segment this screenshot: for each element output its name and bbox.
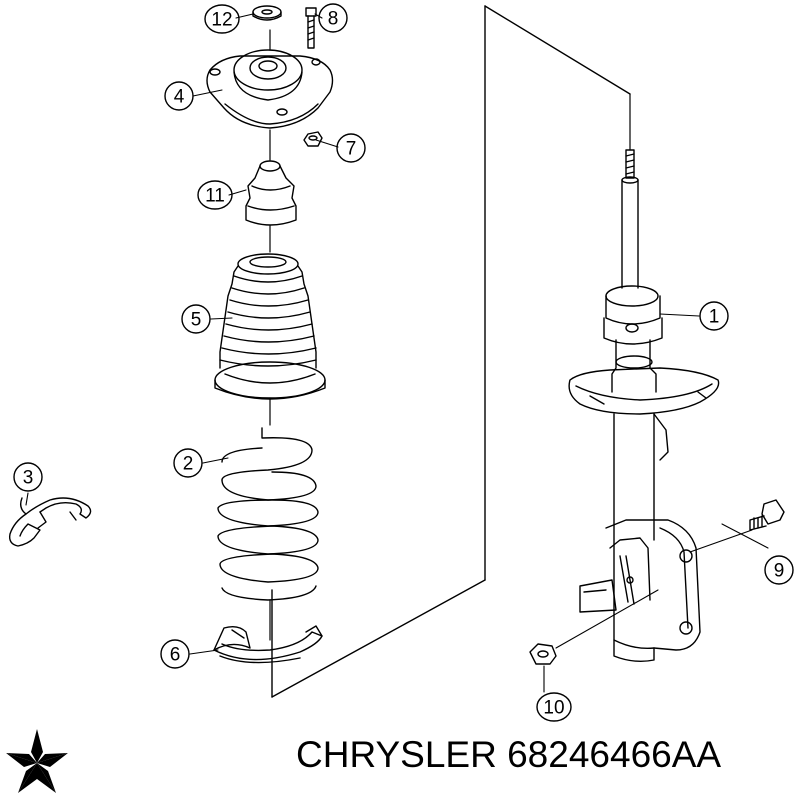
assembly-frame-lines: [271, 5, 631, 698]
part-number: 68246466AA: [507, 734, 722, 775]
part-1-strut-assembly: [568, 149, 720, 663]
brand-part-caption: CHRYSLER 68246466AA: [296, 734, 721, 776]
part-2-coil-spring: [217, 427, 319, 601]
part-6-lower-isolator: [213, 625, 323, 664]
callout-circle-8: [318, 3, 348, 33]
callout-circle-9: [764, 555, 794, 585]
brand-name: CHRYSLER: [296, 734, 497, 775]
part-3-clip: [8, 497, 92, 547]
callout-circle-7: [336, 133, 366, 163]
chrysler-pentastar-icon: [0, 725, 74, 799]
part-9-bolt: [749, 499, 785, 531]
callout-label-12: 12: [211, 10, 232, 31]
callout-circle-6: [160, 639, 190, 669]
leader-lines: [25, 13, 769, 693]
callout-circle-10: [536, 692, 572, 722]
callout-circle-1: [699, 301, 729, 331]
callout-label-7: 7: [346, 139, 357, 160]
callout-circle-2: [173, 448, 203, 478]
part-4-upper-mount: [206, 49, 334, 129]
callout-label-10: 10: [543, 698, 564, 719]
part-10-nut: [529, 643, 557, 665]
part-12-washer: [252, 5, 282, 21]
callout-circle-5: [181, 304, 211, 334]
callout-circle-11: [197, 180, 233, 210]
callout-label-4: 4: [174, 87, 185, 108]
callout-label-5: 5: [191, 310, 202, 331]
callout-label-1: 1: [709, 307, 720, 328]
callout-circles: [13, 3, 794, 722]
callout-label-2: 2: [183, 454, 194, 475]
part-11-jounce-bumper: [245, 160, 297, 226]
part-7-nut: [303, 131, 323, 147]
callout-circle-4: [164, 81, 194, 111]
part-8-bolt: [305, 7, 317, 49]
callout-label-3: 3: [23, 468, 34, 489]
center-axis-line: [269, 29, 631, 641]
callout-label-8: 8: [328, 9, 339, 30]
part-5-dust-boot: [214, 253, 326, 400]
callout-label-11: 11: [205, 186, 225, 207]
callout-circle-12: [204, 4, 240, 34]
callout-label-9: 9: [774, 561, 785, 582]
callout-circle-3: [13, 462, 43, 492]
callout-label-6: 6: [170, 645, 181, 666]
callout-labels: 12 8 4 7 11 5 2 3 6 1 9 10: [23, 9, 785, 719]
